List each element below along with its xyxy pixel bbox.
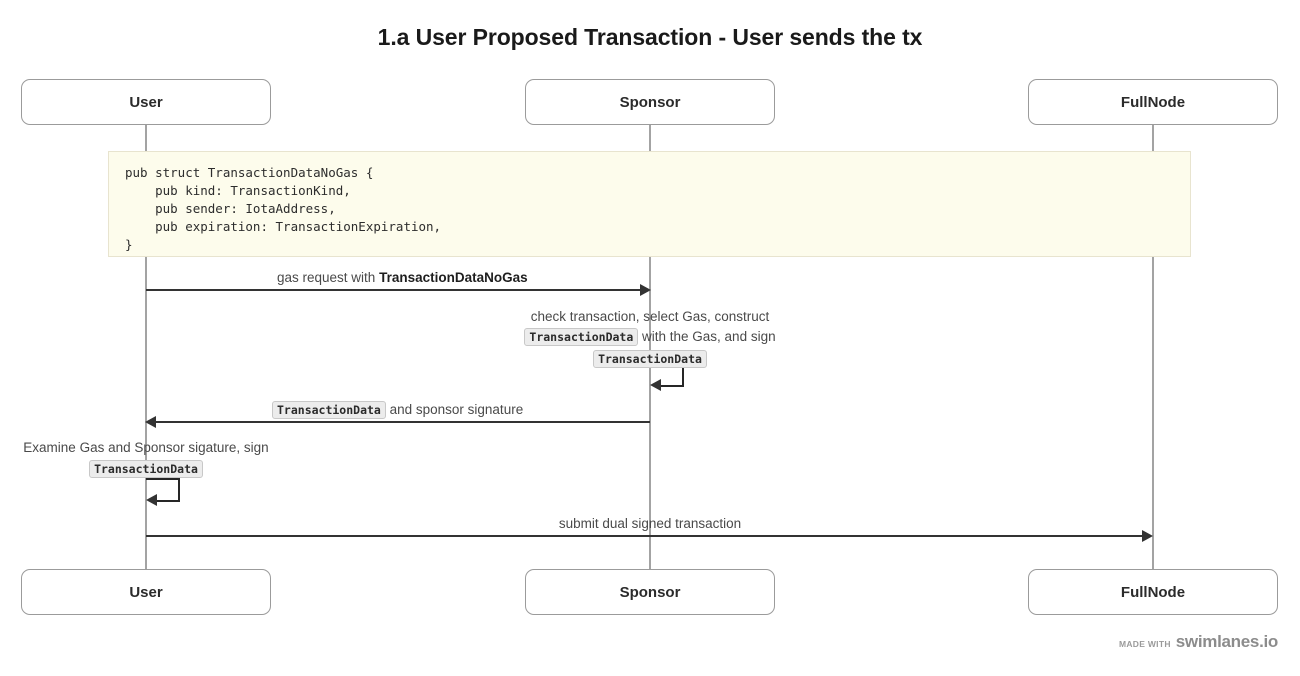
message-arrow-return-transaction-data	[156, 421, 650, 423]
message-label-user-line2: TransactionData	[0, 460, 346, 479]
code-chip-transaction-data-2: TransactionData	[593, 349, 707, 368]
watermark[interactable]: MADE WITH swimlanes.io	[1119, 632, 1278, 652]
self-message-loop-user	[146, 478, 186, 504]
arrowhead-return-transaction-data	[145, 416, 156, 428]
message-label-return-transaction-data: TransactionData and sponsor signature	[272, 401, 524, 420]
participant-label-sponsor-bottom: Sponsor	[619, 583, 681, 601]
message-label-return-after: and sponsor signature	[385, 402, 524, 417]
message-label-sponsor-line3: TransactionData	[450, 349, 850, 368]
participant-box-sponsor-top[interactable]: Sponsor	[525, 79, 775, 125]
self-loop-user-right-segment	[178, 478, 180, 502]
arrowhead-submit-dual-signed	[1142, 530, 1153, 542]
arrowhead-user-self	[146, 494, 157, 506]
participant-box-fullnode-top[interactable]: FullNode	[1028, 79, 1278, 125]
participant-box-user-top[interactable]: User	[21, 79, 271, 125]
participant-label-fullnode-top: FullNode	[1120, 93, 1186, 111]
message-arrow-submit-dual-signed	[146, 535, 1143, 537]
participant-label-sponsor-top: Sponsor	[619, 93, 681, 111]
watermark-brand-label: swimlanes.io	[1175, 632, 1279, 651]
participant-box-fullnode-bottom[interactable]: FullNode	[1028, 569, 1278, 615]
diagram-title: 1.a User Proposed Transaction - User sen…	[377, 24, 923, 50]
code-chip-transaction-data-1: TransactionData	[524, 328, 639, 347]
note-code-text: pub struct TransactionDataNoGas { pub ki…	[125, 165, 442, 252]
message-label-submit-dual-signed: submit dual signed transaction	[450, 515, 850, 533]
watermark-made-with-label: MADE WITH	[1118, 639, 1171, 649]
participant-label-user-top: User	[129, 93, 163, 111]
lifeline-sponsor	[649, 125, 651, 570]
lifeline-fullnode	[1152, 125, 1154, 570]
code-chip-transaction-data-3: TransactionData	[272, 401, 386, 420]
message-label-gas-request-bold: TransactionDataNoGas	[379, 270, 528, 285]
message-label-submit-text: submit dual signed transaction	[558, 516, 742, 531]
note-transaction-data-no-gas: pub struct TransactionDataNoGas { pub ki…	[108, 151, 1191, 257]
message-label-sponsor-line2: TransactionData with the Gas, and sign	[450, 328, 850, 347]
self-loop-bottom-segment	[660, 385, 684, 387]
self-loop-user-bottom-segment	[156, 500, 180, 502]
message-label-user-line1: Examine Gas and Sponsor sigature, sign	[23, 440, 269, 455]
code-chip-transaction-data-4: TransactionData	[89, 460, 203, 479]
participant-box-user-bottom[interactable]: User	[21, 569, 271, 615]
lifeline-user	[145, 125, 147, 570]
arrowhead-sponsor-self	[650, 379, 661, 391]
message-arrow-gas-request	[146, 289, 640, 291]
message-label-user-self-examine: Examine Gas and Sponsor sigature, sign T…	[0, 439, 346, 479]
arrowhead-gas-request	[640, 284, 651, 296]
message-label-sponsor-line2-after: with the Gas, and sign	[638, 329, 776, 344]
self-loop-user-top-segment	[146, 478, 180, 480]
message-label-gas-request: gas request with TransactionDataNoGas	[277, 269, 528, 287]
message-label-sponsor-self-check: check transaction, select Gas, construct…	[450, 308, 850, 368]
message-label-sponsor-line1: check transaction, select Gas, construct	[530, 309, 770, 324]
participant-label-fullnode-bottom: FullNode	[1120, 583, 1186, 601]
participant-label-user-bottom: User	[129, 583, 163, 601]
message-label-gas-request-prefix: gas request with	[277, 270, 380, 285]
self-loop-right-segment	[682, 363, 684, 387]
participant-box-sponsor-bottom[interactable]: Sponsor	[525, 569, 775, 615]
